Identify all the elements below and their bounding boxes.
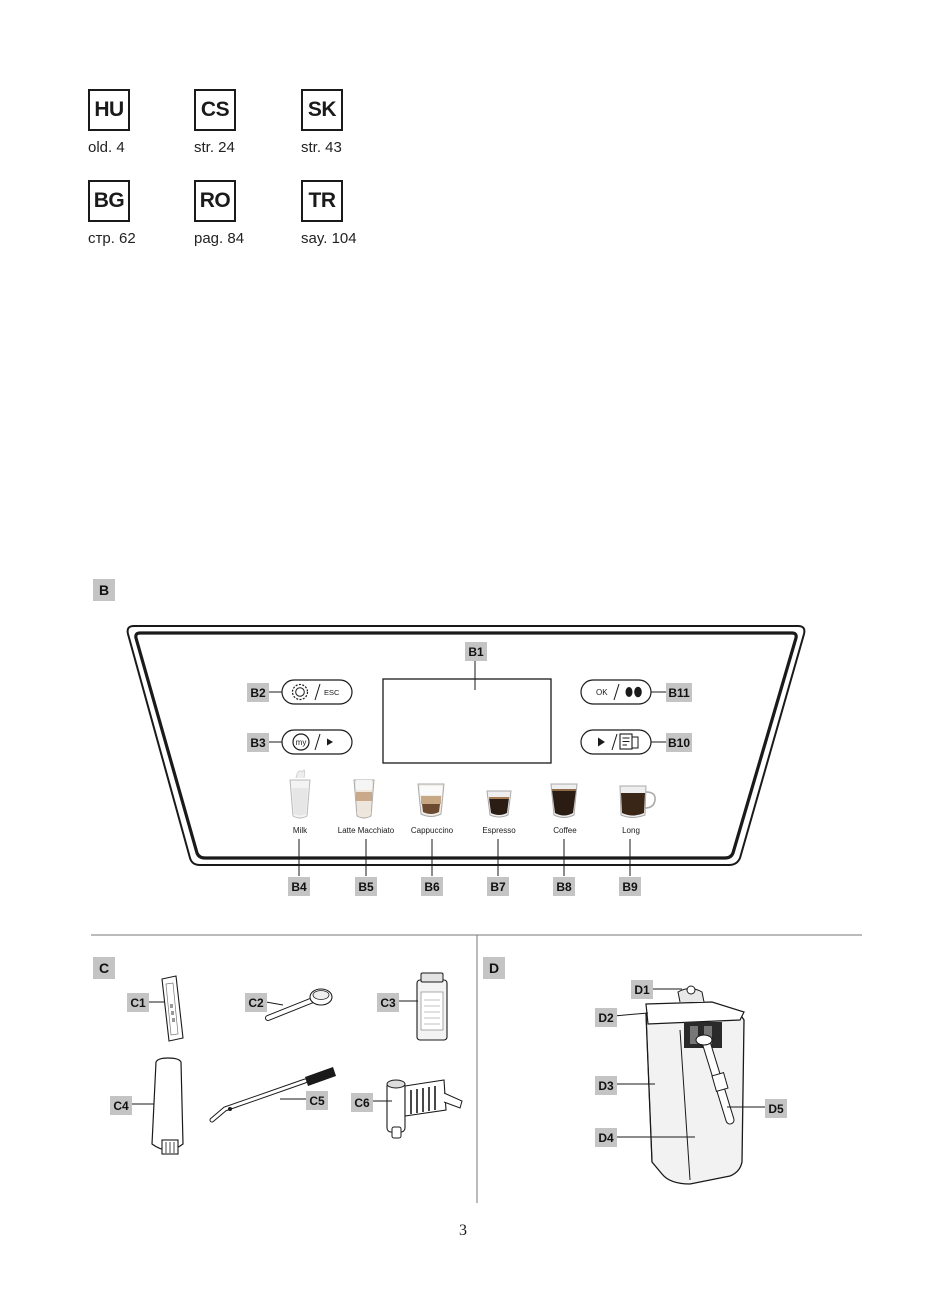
callout-c5: C5: [306, 1091, 328, 1110]
recipe-icon: [619, 733, 639, 750]
callout-d1: D1: [631, 980, 653, 999]
drink-label-milk: Milk: [293, 826, 308, 835]
lang-page: pag. 84: [194, 230, 245, 247]
callout-b7: B7: [487, 877, 509, 896]
lang-code: HU: [88, 89, 130, 131]
lang-ro: RO pag. 84: [194, 180, 274, 247]
lang-bg: BG стр. 62: [88, 180, 168, 247]
drink-label-cappuccino: Cappuccino: [411, 826, 454, 835]
callout-b11: B11: [666, 683, 692, 702]
esc-label: ESC: [324, 688, 340, 697]
lang-page: old. 4: [88, 139, 125, 156]
section-b-label: B: [93, 579, 115, 601]
descaler-bottle-drawing: [416, 972, 448, 1041]
cleaning-brush-drawing: [209, 1067, 336, 1123]
callout-c6: C6: [351, 1093, 373, 1112]
panel-inner-outline: [134, 631, 798, 860]
callout-b3: B3: [247, 733, 269, 752]
callout-c3: C3: [377, 993, 399, 1012]
lang-tr: TR say. 104: [301, 180, 381, 247]
measuring-scoop-drawing: [265, 988, 333, 1021]
play-icon: [598, 737, 605, 747]
play-recipe-button: [580, 729, 652, 755]
display-screen: [382, 678, 552, 764]
lang-sk: SK str. 43: [301, 89, 381, 156]
callout-d2: D2: [595, 1008, 617, 1027]
callout-d4: D4: [595, 1128, 617, 1147]
drink-label-long: Long: [622, 826, 640, 835]
lang-code: SK: [301, 89, 343, 131]
callout-d5: D5: [765, 1099, 787, 1118]
milk-container-drawing: [645, 985, 745, 1185]
callout-c4: C4: [110, 1096, 132, 1115]
callout-b9: B9: [619, 877, 641, 896]
lang-page: str. 43: [301, 139, 342, 156]
callout-b8: B8: [553, 877, 575, 896]
lang-code: CS: [194, 89, 236, 131]
lang-page: str. 24: [194, 139, 235, 156]
long-coffee-mug-icon: [619, 785, 656, 818]
lang-code: RO: [194, 180, 236, 222]
coffee-glass-icon: [550, 783, 578, 818]
back-arrow-icon: [327, 738, 333, 746]
callout-b4: B4: [288, 877, 310, 896]
section-c-label: C: [93, 957, 115, 979]
espresso-glass-icon: [486, 790, 512, 818]
cappuccino-glass-icon: [417, 783, 445, 817]
latte-macchiato-glass-icon: [353, 779, 375, 819]
gear-icon: [291, 683, 309, 701]
milk-glass-icon: [289, 769, 311, 819]
lang-code: TR: [301, 180, 343, 222]
lang-cs: CS str. 24: [194, 89, 274, 156]
callout-b1: B1: [465, 642, 487, 661]
my-label: my: [296, 738, 307, 747]
milk-nozzle-part-drawing: [386, 1079, 463, 1139]
test-strip-drawing: [161, 975, 184, 1042]
lang-page: say. 104: [301, 230, 357, 247]
drink-label-latte-macchiato: Latte Macchiato: [338, 826, 395, 835]
drink-label-coffee: Coffee: [553, 826, 577, 835]
my-icon: [292, 733, 310, 751]
panel-outer-outline: [126, 625, 806, 866]
water-filter-drawing: [151, 1057, 184, 1155]
callout-d3: D3: [595, 1076, 617, 1095]
callout-c1: C1: [127, 993, 149, 1012]
callout-b2: B2: [247, 683, 269, 702]
page-number: 3: [459, 1222, 467, 1239]
callout-b5: B5: [355, 877, 377, 896]
callout-b10: B10: [666, 733, 692, 752]
coffee-beans-icon: [625, 686, 642, 698]
callout-c2: C2: [245, 993, 267, 1012]
lang-code: BG: [88, 180, 130, 222]
section-d-label: D: [483, 957, 505, 979]
drink-label-espresso: Espresso: [482, 826, 516, 835]
ok-label: OK: [596, 688, 608, 697]
lang-page: стр. 62: [88, 230, 136, 247]
lang-hu: HU old. 4: [88, 89, 168, 156]
callout-b6: B6: [421, 877, 443, 896]
